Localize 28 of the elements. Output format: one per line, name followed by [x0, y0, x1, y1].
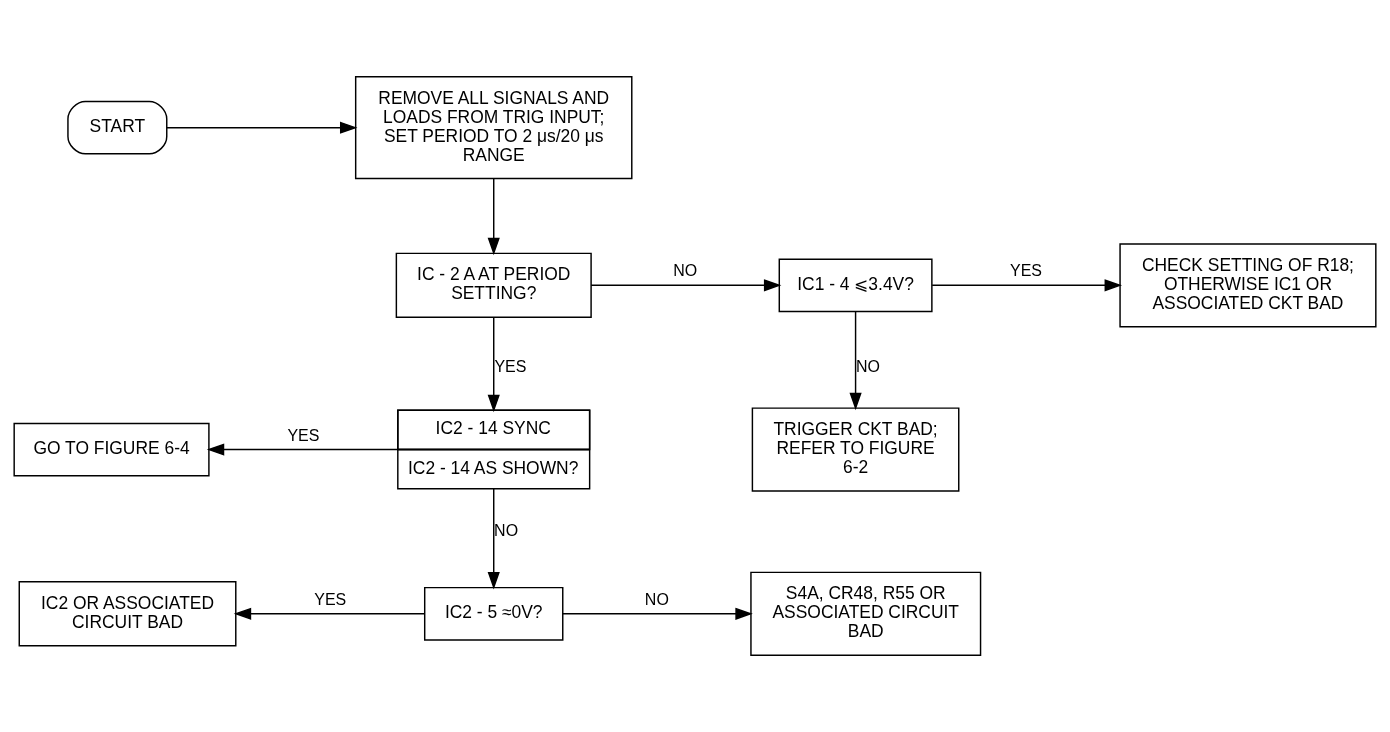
- arrow: [487, 178, 500, 256]
- edge-label: YES: [314, 590, 347, 608]
- node-box: S4A, CR48, R55 OR ASSOCIATED CIRCUIT BAD: [750, 571, 982, 656]
- node-box: IC1 - 4 ⩽3.4V?: [778, 258, 933, 313]
- edge-label: YES: [1009, 262, 1042, 280]
- arrow: [487, 488, 500, 590]
- arrow: [562, 607, 753, 620]
- node-box: IC - 2 A AT PERIOD SETTING?: [395, 252, 592, 319]
- node-box: CHECK SETTING OF R18; OTHERWISE IC1 OR ASSOCIATED CKT BAD: [1119, 243, 1377, 328]
- arrow: [206, 443, 399, 456]
- edge-label: YES: [287, 426, 320, 444]
- node-box: TRIGGER CKT BAD; REFER TO FIGURE 6-2: [751, 407, 960, 492]
- node-box: IC2 OR ASSOCIATED CIRCUIT BAD: [18, 581, 237, 647]
- node-box: IC2 - 5 ≈0V?: [423, 586, 564, 641]
- arrow: [233, 607, 426, 620]
- arrow: [590, 279, 782, 292]
- edge-label: NO: [855, 357, 880, 375]
- arrow: [931, 279, 1122, 292]
- edge-label: YES: [494, 357, 527, 375]
- arrow: [849, 311, 862, 411]
- arrow: [166, 121, 358, 134]
- node-box: GO TO FIGURE 6-4: [13, 422, 210, 477]
- edge-label: NO: [494, 521, 519, 539]
- arrow: [487, 316, 500, 413]
- edge-label: NO: [644, 590, 669, 608]
- edge-label: NO: [673, 262, 698, 280]
- node-box: REMOVE ALL SIGNALS AND LOADS FROM TRIG INPUT; SET PERIOD TO 2 μs/20 μs RANGE: [354, 76, 633, 180]
- node-box: START: [67, 100, 168, 155]
